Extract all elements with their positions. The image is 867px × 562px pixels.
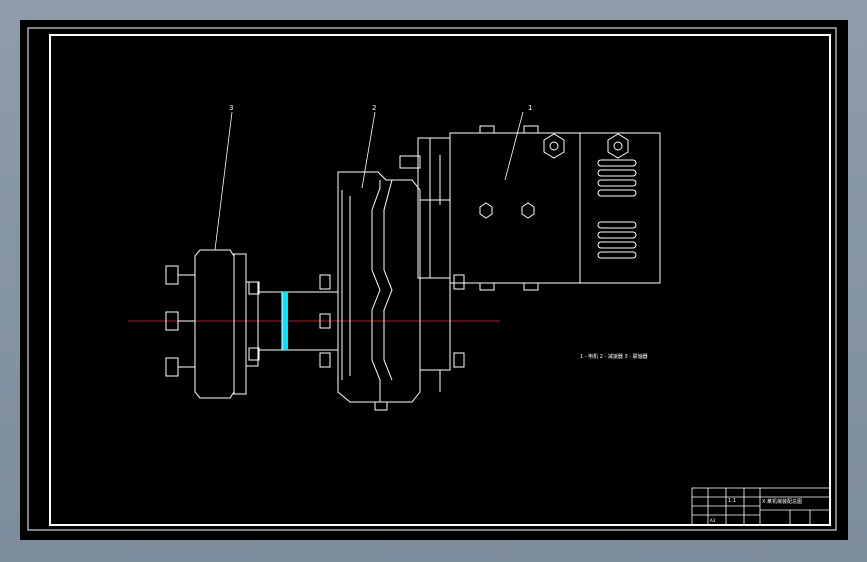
motor-assembly: [399, 125, 661, 291]
part-label-1: 1: [528, 104, 532, 112]
leader-lines: [214, 111, 524, 251]
drawing-note: 1 - 电机 2 - 减速器 3 - 联轴器: [580, 353, 648, 360]
coupling-assembly: [165, 249, 283, 399]
part-label-2: 2: [372, 104, 376, 112]
title-block-title: X 某机械装配总图: [762, 498, 802, 505]
shaft-highlight: [282, 292, 288, 350]
title-block-sheet: A3: [710, 518, 716, 523]
outer-border: [27, 27, 837, 531]
part-label-3: 3: [229, 104, 233, 112]
title-block-scale: 1:1: [728, 498, 736, 504]
drawing-canvas: 1 2 3 1 - 电机 2 - 减速器 3 - 联轴器 X 某机械装配总图 1…: [20, 20, 848, 540]
inner-border: [49, 34, 831, 526]
title-block: [691, 487, 831, 526]
cad-drawing: 1 2 3 1 - 电机 2 - 减速器 3 - 联轴器 X 某机械装配总图 1…: [27, 27, 837, 531]
reducer-assembly: [281, 155, 465, 411]
